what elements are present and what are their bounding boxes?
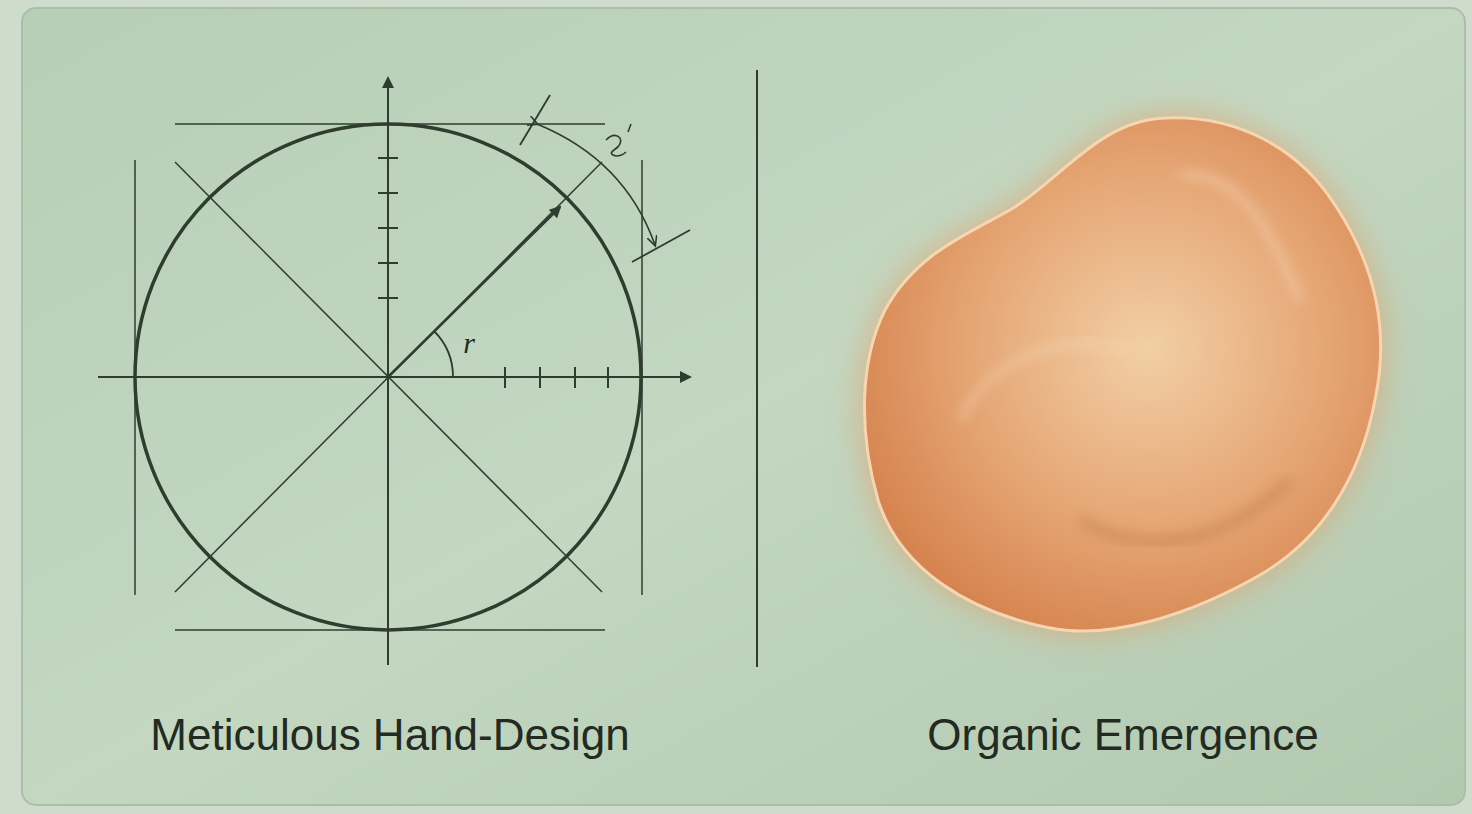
circle-construction bbox=[98, 78, 690, 665]
panel-caption: Meticulous Hand-Design bbox=[150, 710, 629, 760]
card bbox=[22, 8, 1465, 805]
panel-caption: Organic Emergence bbox=[927, 710, 1318, 760]
scribble bbox=[606, 124, 631, 156]
radius-label: r bbox=[463, 326, 475, 360]
organic-blob bbox=[864, 118, 1380, 631]
divider bbox=[756, 70, 758, 667]
